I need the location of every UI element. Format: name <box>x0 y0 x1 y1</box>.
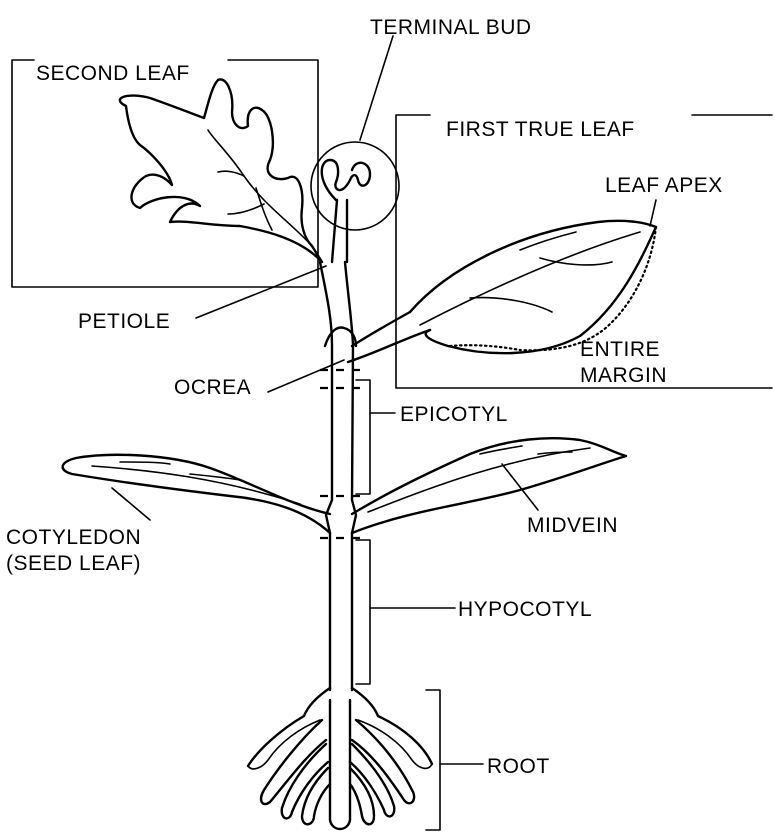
left-cotyledon <box>63 455 330 533</box>
second-leaf <box>120 79 322 262</box>
label-cotyledon-line1: COTYLEDON <box>6 526 141 549</box>
leader-lines <box>112 36 656 764</box>
bud-stalk <box>332 200 347 262</box>
terminal-bud <box>311 142 399 230</box>
label-root: ROOT <box>487 755 550 778</box>
label-hypocotyl: HYPOCOTYL <box>458 598 592 621</box>
label-entire-margin-line1: ENTIRE <box>580 338 660 361</box>
label-terminal-bud: TERMINAL BUD <box>370 16 532 39</box>
hypocotyl-bracket <box>356 540 370 684</box>
root-bracket <box>426 690 440 830</box>
root-system <box>248 688 432 829</box>
label-epicotyl: EPICOTYL <box>400 403 508 426</box>
label-first-true-leaf: FIRST TRUE LEAF <box>446 118 635 141</box>
label-petiole: PETIOLE <box>78 310 170 333</box>
label-entire-margin-line2: MARGIN <box>580 364 667 387</box>
label-cotyledon-line2: (SEED LEAF) <box>6 552 141 575</box>
label-midvein: MIDVEIN <box>527 514 618 537</box>
label-ocrea: OCREA <box>174 376 251 399</box>
stem <box>320 262 356 690</box>
label-second-leaf: SECOND LEAF <box>36 62 190 85</box>
label-leaf-apex: LEAF APEX <box>605 174 723 197</box>
epicotyl-bracket <box>356 380 370 494</box>
markers <box>320 370 440 830</box>
second-leaf-box <box>12 60 318 287</box>
